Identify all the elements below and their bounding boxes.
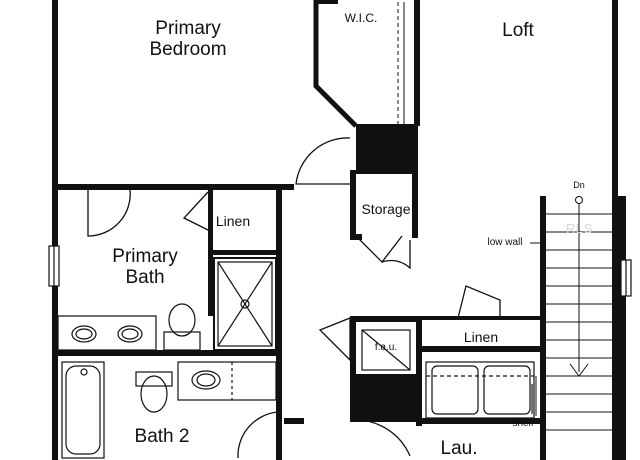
room-label-linen-lower: Linen	[463, 329, 499, 345]
room-label-loft: Loft	[502, 20, 534, 41]
windows	[48, 245, 632, 297]
room-label-fau: f.a.u.	[374, 342, 398, 353]
primary-bath-fixtures	[57, 257, 277, 351]
laundry-fixtures	[425, 361, 535, 419]
staircase	[546, 196, 612, 431]
room-label-linen-upper: Linen	[215, 213, 251, 229]
stair-direction-label: Dn	[573, 180, 585, 190]
room-label-primary-bath: Primary Bath	[112, 246, 178, 289]
listing-watermark: RLS	[566, 221, 593, 236]
low-wall-note: low wall	[487, 237, 523, 248]
room-label-primary-bedroom: Primary Bedroom	[149, 18, 227, 61]
shelf-note: shelf	[512, 418, 534, 429]
wic-walls	[313, 0, 358, 128]
bath2-fixtures	[61, 361, 277, 459]
room-label-storage: Storage	[361, 201, 411, 217]
wic-rods	[397, 2, 405, 124]
walls	[52, 0, 626, 460]
doors	[87, 137, 501, 459]
room-label-laundry: Lau.	[440, 438, 478, 459]
room-label-wic: W.I.C.	[344, 11, 378, 25]
fau-unit	[361, 329, 411, 371]
leaders	[530, 242, 544, 416]
room-label-bath2: Bath 2	[134, 426, 190, 447]
